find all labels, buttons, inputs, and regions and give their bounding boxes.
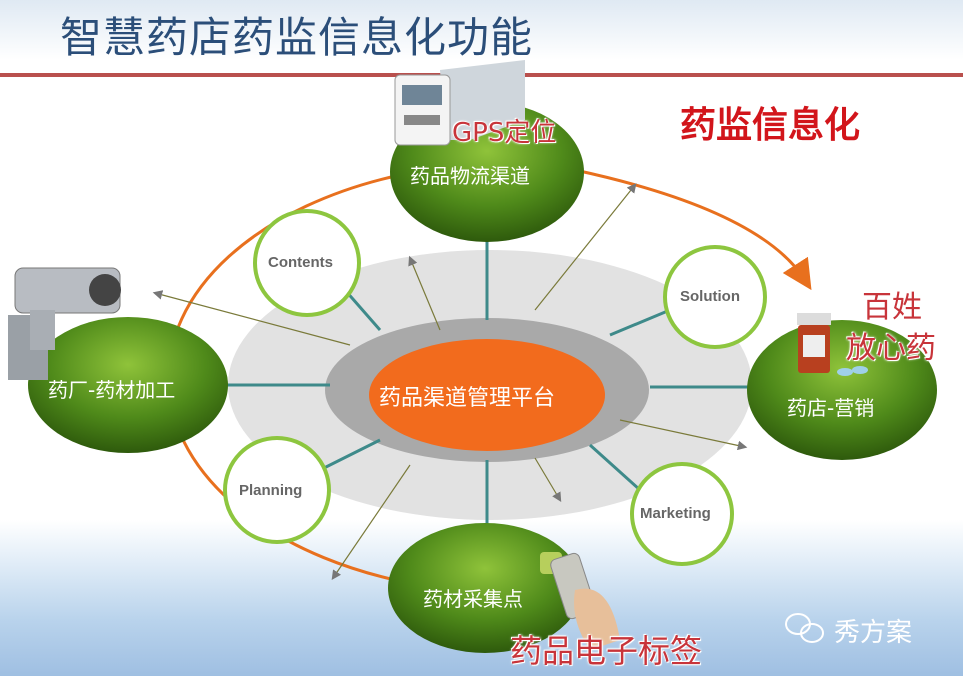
watermark: 秀方案 (834, 618, 913, 648)
node-factory: 药厂-药材加工 (48, 378, 176, 402)
page-title: 智慧药店药监信息化功能 (60, 13, 534, 62)
green-nodes (28, 102, 937, 653)
gps-callout: GPS定位 (452, 118, 557, 148)
hand-phone-icon (540, 552, 620, 650)
circle-solution: Solution (680, 288, 740, 305)
center-label: 药品渠道管理平台 (379, 386, 556, 411)
heading-right: 药监信息化 (680, 105, 861, 146)
connectors (225, 235, 748, 525)
pill-bottle-icon (797, 313, 868, 376)
cycle-arrow-right (574, 168, 812, 291)
circle-contents: Contents (268, 254, 333, 271)
circle-marketing: Marketing (640, 505, 711, 522)
wechat-icon (785, 613, 824, 643)
node-collection: 药材采集点 (423, 587, 523, 611)
circle-planning: Planning (239, 482, 303, 499)
security-camera-icon (8, 267, 121, 380)
node-logistics: 药品物流渠道 (410, 164, 530, 188)
etag-callout: 药品电子标签 (510, 632, 703, 670)
node-pharmacy: 药店-营销 (787, 396, 875, 420)
topic-circles (223, 209, 767, 566)
truck-icon (394, 60, 525, 146)
safe-drug-line1: 百姓 (862, 290, 922, 325)
center-platform (369, 339, 605, 451)
flow-arrows (152, 183, 748, 580)
safe-drug-line2: 放心药 (846, 331, 936, 366)
